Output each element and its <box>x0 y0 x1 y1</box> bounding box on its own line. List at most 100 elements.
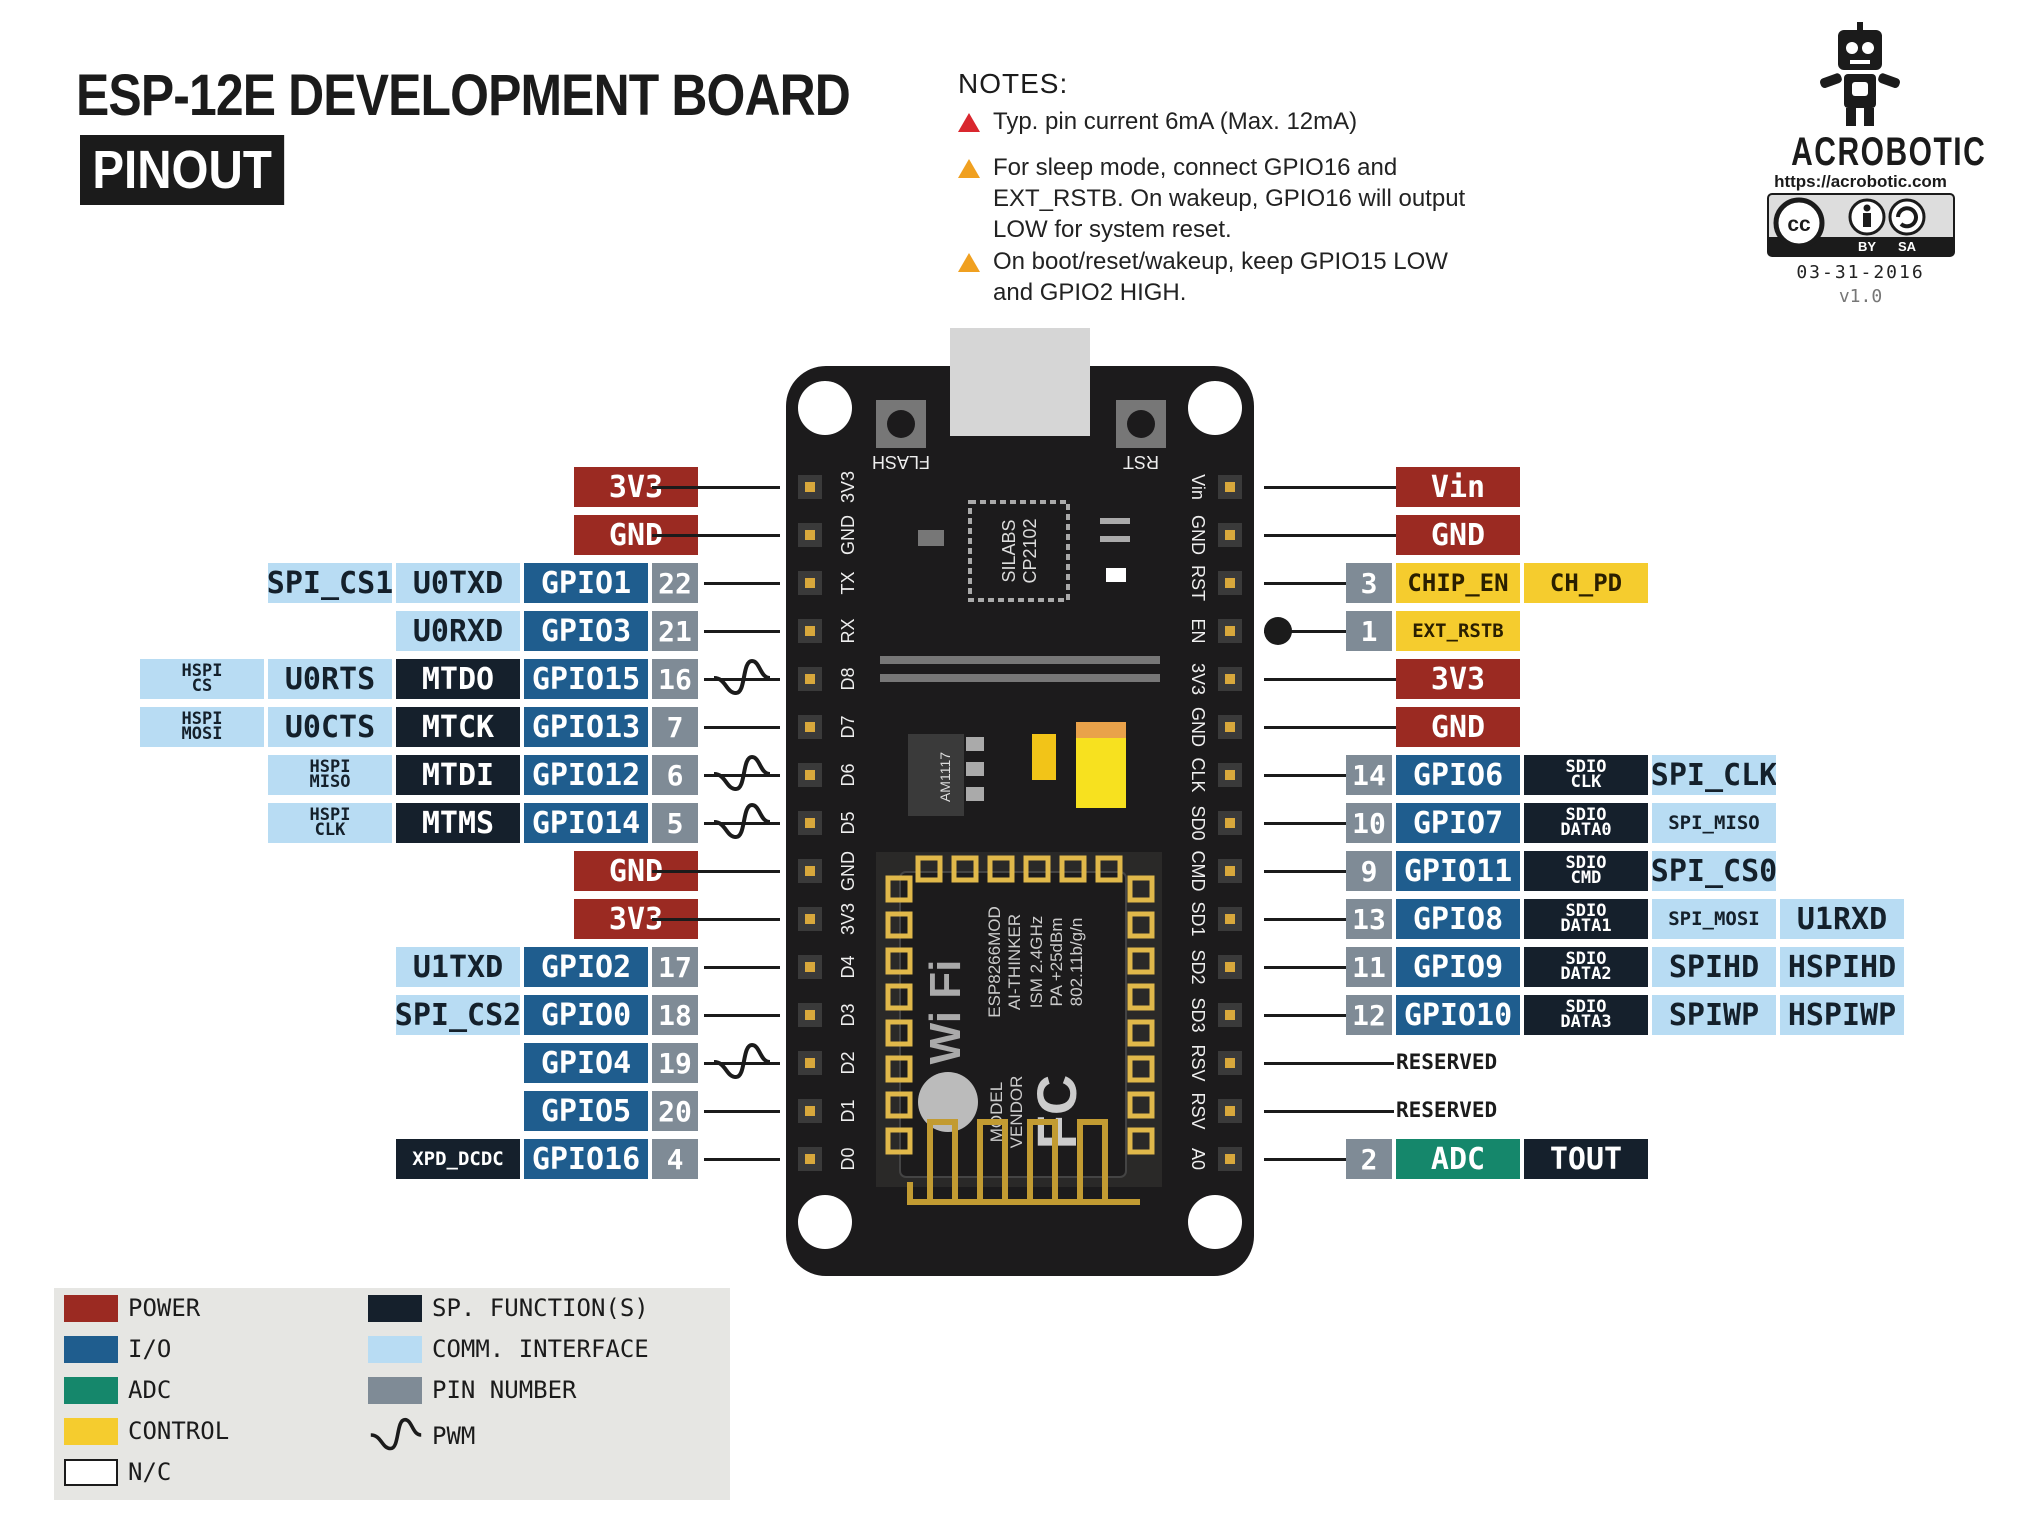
silk-label-right: RSV <box>1188 1092 1208 1129</box>
pin-label-io: GPIO8 <box>1396 899 1520 939</box>
pin-label-pin: 12 <box>1346 995 1392 1035</box>
pwm-icon <box>713 802 771 840</box>
module-power: PA +25dBm <box>1047 918 1066 1007</box>
brand-url[interactable]: https://acrobotic.com <box>1774 172 1947 191</box>
pin-label-io: GPIO14 <box>524 803 648 843</box>
pin-connector-line <box>1264 1014 1346 1017</box>
legend-swatch <box>64 1295 118 1322</box>
silk-label-left: D2 <box>838 1051 858 1074</box>
legend-swatch <box>64 1336 118 1363</box>
header-pin <box>1225 626 1235 636</box>
pin-connector-line <box>652 534 780 537</box>
castellation-pad <box>1127 983 1155 1011</box>
reset-dot <box>1264 617 1292 645</box>
legend-label: N/C <box>128 1458 172 1486</box>
castellation-pad <box>885 875 913 903</box>
header-pin <box>805 770 815 780</box>
pin-connector-line <box>1264 1062 1394 1065</box>
pin-label-pin: 11 <box>1346 947 1392 987</box>
page-subtitle: PINOUT <box>80 135 285 205</box>
pin-label-io: GPIO5 <box>524 1091 648 1131</box>
header-pin <box>1225 770 1235 780</box>
pin-label-pin: 14 <box>1346 755 1392 795</box>
castellation-pad <box>885 1091 913 1119</box>
castellation-pad <box>885 1019 913 1047</box>
warning-icon <box>958 159 980 178</box>
pin-label-sp: MTCK <box>396 707 520 747</box>
pin-label-comm: U1TXD <box>396 947 520 987</box>
pin-label-io: GPIO13 <box>524 707 648 747</box>
pin-label-sp: XPD_DCDC <box>396 1139 520 1179</box>
pin-label-comm: SPI_CS1 <box>268 563 392 603</box>
pin-connector-line <box>704 726 780 729</box>
module-standard: 802.11b/g/n <box>1067 918 1086 1007</box>
legend-label: POWER <box>128 1294 201 1322</box>
pin-label-io: GPIO9 <box>1396 947 1520 987</box>
usb-chip-model: CP2102 <box>1020 518 1040 583</box>
pwm-icon <box>713 658 771 696</box>
pin-label-pin: 7 <box>652 707 698 747</box>
silk-label-right: SD1 <box>1188 901 1208 936</box>
pin-label-io: GPIO10 <box>1396 995 1520 1035</box>
pin-label-io: GPIO2 <box>524 947 648 987</box>
legend-swatch <box>64 1377 118 1404</box>
pin-label-power: GND <box>1396 515 1520 555</box>
pin-label-comm: SPI_MISO <box>1652 803 1776 843</box>
pin-label-comm: HSPIHD <box>1780 947 1904 987</box>
pin-label-io: GPIO3 <box>524 611 648 651</box>
pin-label-pin: 9 <box>1346 851 1392 891</box>
pin-connector-line <box>704 1158 780 1161</box>
pwm-icon <box>713 1042 771 1080</box>
silk-label-right: 3V3 <box>1188 663 1208 695</box>
pin-label-adc: ADC <box>1396 1139 1520 1179</box>
pin-label-comm: SPI_MOSI <box>1652 899 1776 939</box>
silk-label-right: SD3 <box>1188 997 1208 1032</box>
pin-label-io: GPIO4 <box>524 1043 648 1083</box>
pin-label-io: GPIO0 <box>524 995 648 1035</box>
creative-commons-badge: cc BY SA <box>1767 193 1955 257</box>
pin-label-comm: SPIWP <box>1652 995 1776 1035</box>
castellation-pad <box>885 911 913 939</box>
pin-label-comm: SPIHD <box>1652 947 1776 987</box>
pin-label-ctrl: CH_PD <box>1524 563 1648 603</box>
legend-label: ADC <box>128 1376 172 1404</box>
header-pin <box>1225 1106 1235 1116</box>
silk-label-left: D1 <box>838 1099 858 1122</box>
pin-connector-line <box>704 966 780 969</box>
pin-label-comm: U0RXD <box>396 611 520 651</box>
silk-label-right: SD2 <box>1188 949 1208 984</box>
legend-swatch <box>64 1459 118 1486</box>
header-pin <box>805 1106 815 1116</box>
pin-connector-line <box>1264 1110 1394 1113</box>
header-pin <box>805 962 815 972</box>
pin-label-pin: 10 <box>1346 803 1392 843</box>
pin-connector-line <box>704 582 780 585</box>
header-pin <box>1225 482 1235 492</box>
castellation-pad <box>1023 855 1051 883</box>
castellation-pad <box>1127 911 1155 939</box>
legend-label: SP. FUNCTION(S) <box>432 1294 649 1322</box>
castellation-pad <box>915 855 943 883</box>
header-pin <box>1225 1058 1235 1068</box>
header-pin <box>805 626 815 636</box>
pin-label-comm: U0TXD <box>396 563 520 603</box>
silk-label-left: D5 <box>838 811 858 834</box>
header-pin <box>805 1010 815 1020</box>
pin-label-comm: SPI_CS0 <box>1652 851 1776 891</box>
pin-connector-line <box>652 918 780 921</box>
pin-label-sp: TOUT <box>1524 1139 1648 1179</box>
pin-label-pin: 16 <box>652 659 698 699</box>
castellation-pad <box>885 983 913 1011</box>
silk-label-right: A0 <box>1188 1148 1208 1170</box>
legend-label: PIN NUMBER <box>432 1376 577 1404</box>
legend-swatch <box>64 1418 118 1445</box>
silk-label-left: 3V3 <box>838 903 858 935</box>
silk-label-left: D8 <box>838 667 858 690</box>
castellation-pad <box>987 855 1015 883</box>
silk-label-right: RST <box>1188 565 1208 601</box>
silk-label-left: TX <box>838 571 858 594</box>
